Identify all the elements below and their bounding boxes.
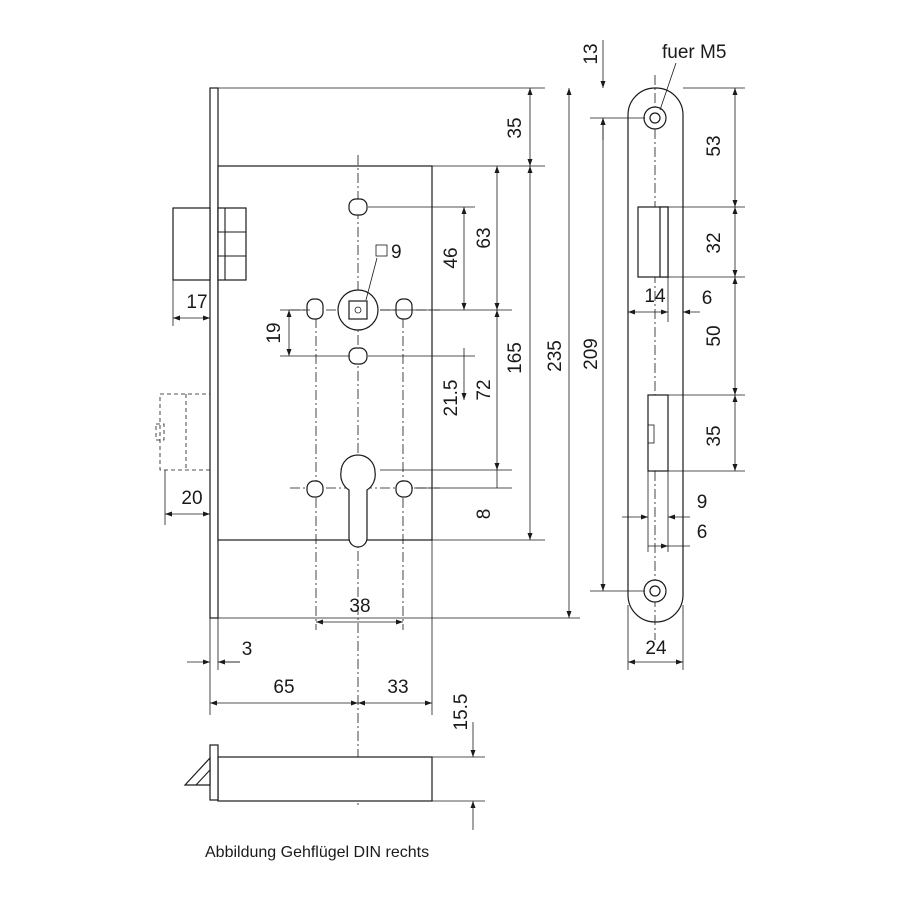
screw-hole-top bbox=[643, 106, 667, 130]
dim-32: 32 bbox=[704, 232, 725, 253]
screw-hole-bottom bbox=[643, 579, 667, 603]
dim-46: 46 bbox=[441, 247, 462, 268]
follower-hub bbox=[337, 289, 379, 331]
side-faceplate bbox=[209, 744, 219, 801]
dim-17: 17 bbox=[186, 292, 207, 313]
deadbolt-opening bbox=[647, 394, 669, 472]
dim-50: 50 bbox=[704, 325, 725, 346]
mounting-slot-top bbox=[348, 198, 368, 216]
dim-35-plate: 35 bbox=[704, 425, 725, 446]
side-latch bbox=[183, 756, 211, 786]
dim-33: 33 bbox=[387, 677, 408, 698]
side-case bbox=[217, 756, 433, 802]
front-view: 9 35 165 63 72 8 46 21.5 bbox=[155, 87, 580, 805]
label-square-9: 9 bbox=[391, 242, 402, 263]
dim-8: 8 bbox=[474, 509, 495, 520]
mounting-slot-middle bbox=[348, 347, 368, 365]
dim-63: 63 bbox=[474, 227, 495, 248]
cylinder-slot-right bbox=[395, 480, 413, 498]
lock-case bbox=[217, 165, 433, 541]
faceplate bbox=[209, 87, 219, 619]
square-symbol-icon bbox=[375, 244, 388, 257]
cylinder-slot-left bbox=[306, 480, 324, 498]
dim-21-5: 21.5 bbox=[441, 380, 462, 417]
faceplate-outline bbox=[627, 87, 684, 623]
dim-15-5: 15.5 bbox=[451, 694, 472, 731]
dim-3: 3 bbox=[242, 639, 253, 660]
dim-19: 19 bbox=[264, 322, 285, 343]
dim-53: 53 bbox=[704, 135, 725, 156]
dim-38: 38 bbox=[349, 596, 370, 617]
dim-235: 235 bbox=[545, 340, 566, 372]
cylinder-cutout bbox=[340, 454, 376, 548]
dim-35-top: 35 bbox=[505, 117, 526, 138]
dim-165: 165 bbox=[505, 342, 526, 374]
screw-note: fuer M5 bbox=[662, 42, 726, 63]
dim-14: 14 bbox=[644, 286, 666, 307]
dim-65: 65 bbox=[273, 677, 294, 698]
side-view: 15.5 bbox=[183, 694, 485, 830]
mounting-slot-left bbox=[306, 298, 324, 320]
dim-13: 13 bbox=[581, 43, 602, 64]
dim-20: 20 bbox=[181, 488, 202, 509]
dim-209: 209 bbox=[581, 338, 602, 370]
dim-9: 9 bbox=[697, 492, 708, 513]
dim-24: 24 bbox=[645, 638, 667, 659]
figure-caption: Abbildung Gehflügel DIN rechts bbox=[205, 844, 429, 861]
faceplate-view: fuer M5 13 209 53 32 50 35 14 6 bbox=[581, 40, 745, 670]
dim-6-lower: 6 bbox=[697, 522, 708, 543]
dim-72: 72 bbox=[474, 379, 495, 400]
dim-6-upper: 6 bbox=[702, 288, 713, 309]
latch-bolt bbox=[172, 207, 247, 281]
dead-bolt-hidden bbox=[155, 393, 211, 471]
mounting-slot-right bbox=[395, 298, 413, 320]
